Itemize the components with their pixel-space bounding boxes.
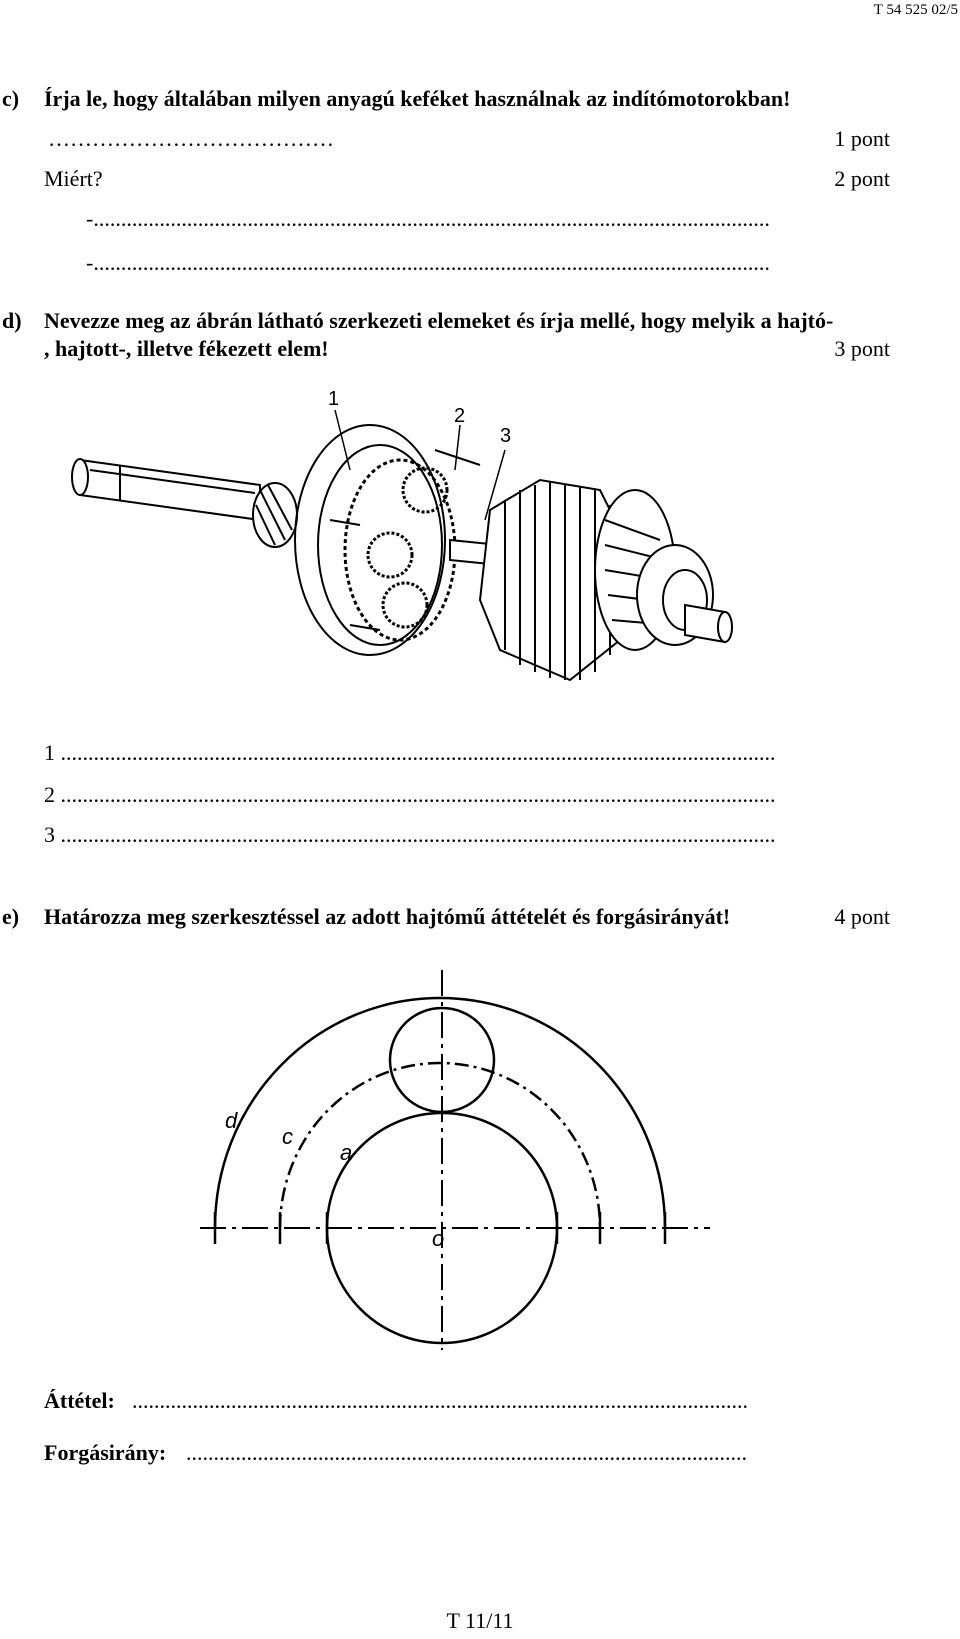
question-d-text-line-1: Nevezze meg az ábrán látható szerkezeti … — [44, 308, 834, 333]
ratio-answer-dots: ........................................… — [132, 1388, 748, 1413]
question-d-letter: d) — [2, 308, 22, 333]
figure-d-label-1: 1 — [328, 388, 339, 410]
figure-d-label-2: 2 — [454, 405, 465, 427]
gear-construction-figure: d c a o — [200, 970, 710, 1350]
document-code: T 54 525 02/5 — [873, 2, 958, 18]
ratio-label: Áttétel: — [44, 1388, 115, 1413]
figure-e-label-d: d — [225, 1108, 238, 1133]
question-d-answer-line-3: 3 ......................................… — [44, 822, 776, 847]
question-c-why-label: Miért? — [44, 166, 103, 191]
question-e-points: 4 pont — [834, 904, 890, 929]
question-d-answer-line-1: 1 ......................................… — [44, 740, 776, 765]
question-c-answer-dots: ………………………………… — [48, 126, 334, 151]
page-number: T 11/11 — [446, 1608, 514, 1633]
question-d-points: 3 pont — [834, 336, 890, 361]
question-c-answer-line-1: -.......................................… — [86, 206, 770, 231]
question-e-letter: e) — [2, 904, 20, 929]
figure-d-label-3: 3 — [500, 425, 511, 447]
planetary-gear-figure: 1 2 3 — [71, 388, 733, 682]
direction-answer-dots: ........................................… — [186, 1440, 747, 1465]
question-d-answer-line-2: 2 ......................................… — [44, 782, 776, 807]
direction-label: Forgásirány: — [44, 1440, 167, 1465]
question-c-letter: c) — [2, 86, 20, 111]
question-c-points-1: 1 pont — [834, 126, 890, 151]
question-c-points-2: 2 pont — [834, 166, 890, 191]
figure-e-label-a: a — [340, 1140, 352, 1165]
question-e-text: Határozza meg szerkesztéssel az adott ha… — [44, 904, 731, 929]
question-c-text: Írja le, hogy általában milyen anyagú ke… — [44, 86, 791, 111]
figure-e-label-o: o — [432, 1226, 444, 1251]
question-d-text-line-2: , hajtott-, illetve fékezett elem! — [44, 336, 329, 361]
question-c-answer-line-2: -.......................................… — [86, 250, 770, 275]
figure-e-label-c: c — [282, 1124, 293, 1149]
